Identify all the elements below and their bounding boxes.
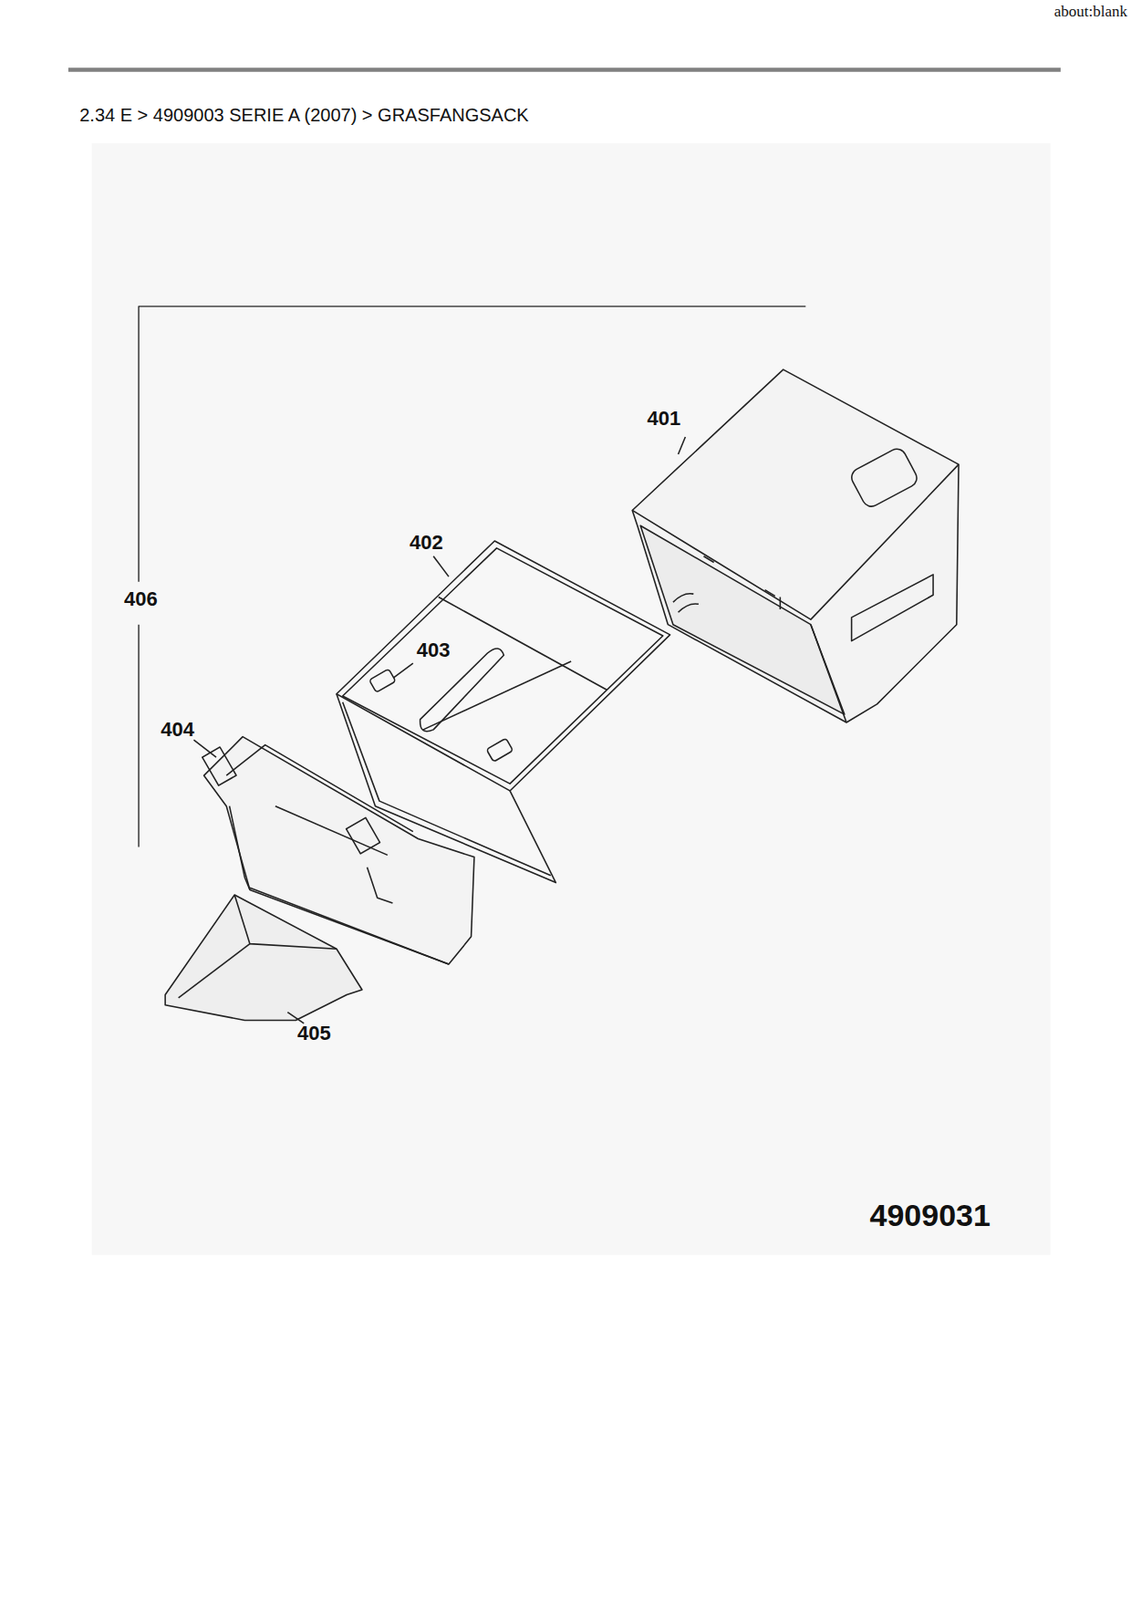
header-rule [68,67,1061,72]
callout-number: 403 [416,639,451,662]
figure-number: 4909031 [870,1198,991,1233]
callout-number: 401 [647,407,682,430]
callout-number: 402 [409,531,444,554]
browser-url: about:blank [1054,3,1128,21]
callout-number: 406 [124,588,158,611]
callout-number: 405 [297,1022,332,1045]
illustration-ground [92,143,1051,1256]
breadcrumb-title: 2.34 E > 4909003 SERIE A (2007) > GRASFA… [79,104,530,125]
callout-number: 404 [160,718,195,741]
